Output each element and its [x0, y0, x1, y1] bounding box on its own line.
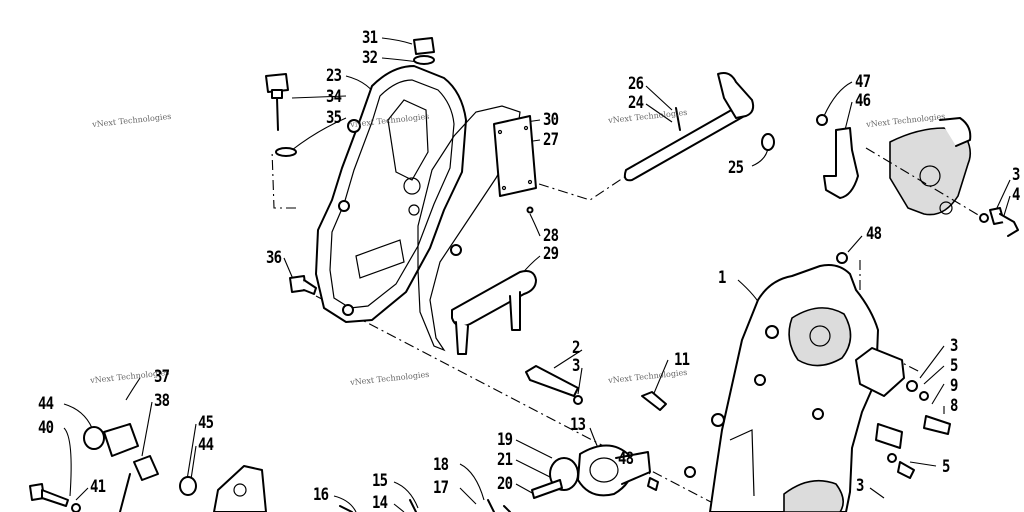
callout-14: 14 [372, 493, 388, 512]
callout-29: 29 [543, 244, 559, 264]
callout-46: 46 [855, 91, 871, 111]
callout-41: 41 [90, 477, 106, 497]
callout-40: 40 [38, 418, 54, 438]
dipstick [265, 73, 297, 157]
callout-48-top: 48 [866, 224, 882, 244]
callout-5-right: 5 [950, 356, 958, 376]
callout-44-left: 44 [38, 394, 54, 414]
callout-25: 25 [728, 158, 744, 178]
callout-23: 23 [326, 66, 342, 86]
chain-case-cover [315, 65, 467, 323]
callout-37: 37 [154, 367, 170, 387]
callout-17: 17 [433, 478, 449, 498]
callout-27: 27 [543, 130, 559, 150]
callout-1: 1 [718, 268, 726, 288]
callout-48-middle: 48 [618, 449, 634, 469]
callout-3-right: 3 [950, 336, 958, 356]
callout-28: 28 [543, 226, 559, 246]
right-fasteners [855, 347, 951, 479]
callout-31: 31 [362, 28, 378, 48]
callout-21: 21 [497, 450, 513, 470]
callout-3-middle: 3 [572, 356, 580, 376]
lower-left-parts [29, 423, 267, 512]
callout-11: 11 [674, 350, 690, 370]
callout-26: 26 [628, 74, 644, 94]
bolt-36 [289, 275, 317, 295]
shift-fork-assembly [816, 114, 1019, 237]
leader-lines [63, 37, 1011, 512]
callout-5-lower: 5 [942, 457, 950, 477]
callout-34: 34 [326, 87, 342, 107]
callout-38: 38 [154, 391, 170, 411]
inspection-plate [493, 115, 537, 214]
callout-47: 47 [855, 72, 871, 92]
callout-30: 30 [543, 110, 559, 130]
filler-cap [413, 37, 435, 65]
callout-32: 32 [362, 48, 378, 68]
callout-9: 9 [950, 376, 958, 396]
lower-middle-parts [339, 499, 511, 512]
callout-4: 4 [1012, 185, 1020, 205]
callout-20: 20 [497, 474, 513, 494]
callout-3-top: 3 [1012, 165, 1020, 185]
cover-gasket [417, 105, 521, 352]
callout-8: 8 [950, 396, 958, 416]
callout-2: 2 [572, 338, 580, 358]
shift-bracket [451, 270, 537, 355]
main-gear-case [709, 252, 879, 512]
callout-36: 36 [266, 248, 282, 268]
callout-24: 24 [628, 93, 644, 113]
callout-18: 18 [433, 455, 449, 475]
shift-shaft [623, 72, 775, 182]
callout-16: 16 [313, 485, 329, 505]
callout-19: 19 [497, 430, 513, 450]
callout-45: 45 [198, 413, 214, 433]
callout-44-right: 44 [198, 435, 214, 455]
callout-35: 35 [326, 108, 342, 128]
callout-15: 15 [372, 471, 388, 491]
middle-parts [525, 365, 696, 499]
callout-3-lower: 3 [856, 476, 864, 496]
callout-13: 13 [570, 415, 586, 435]
